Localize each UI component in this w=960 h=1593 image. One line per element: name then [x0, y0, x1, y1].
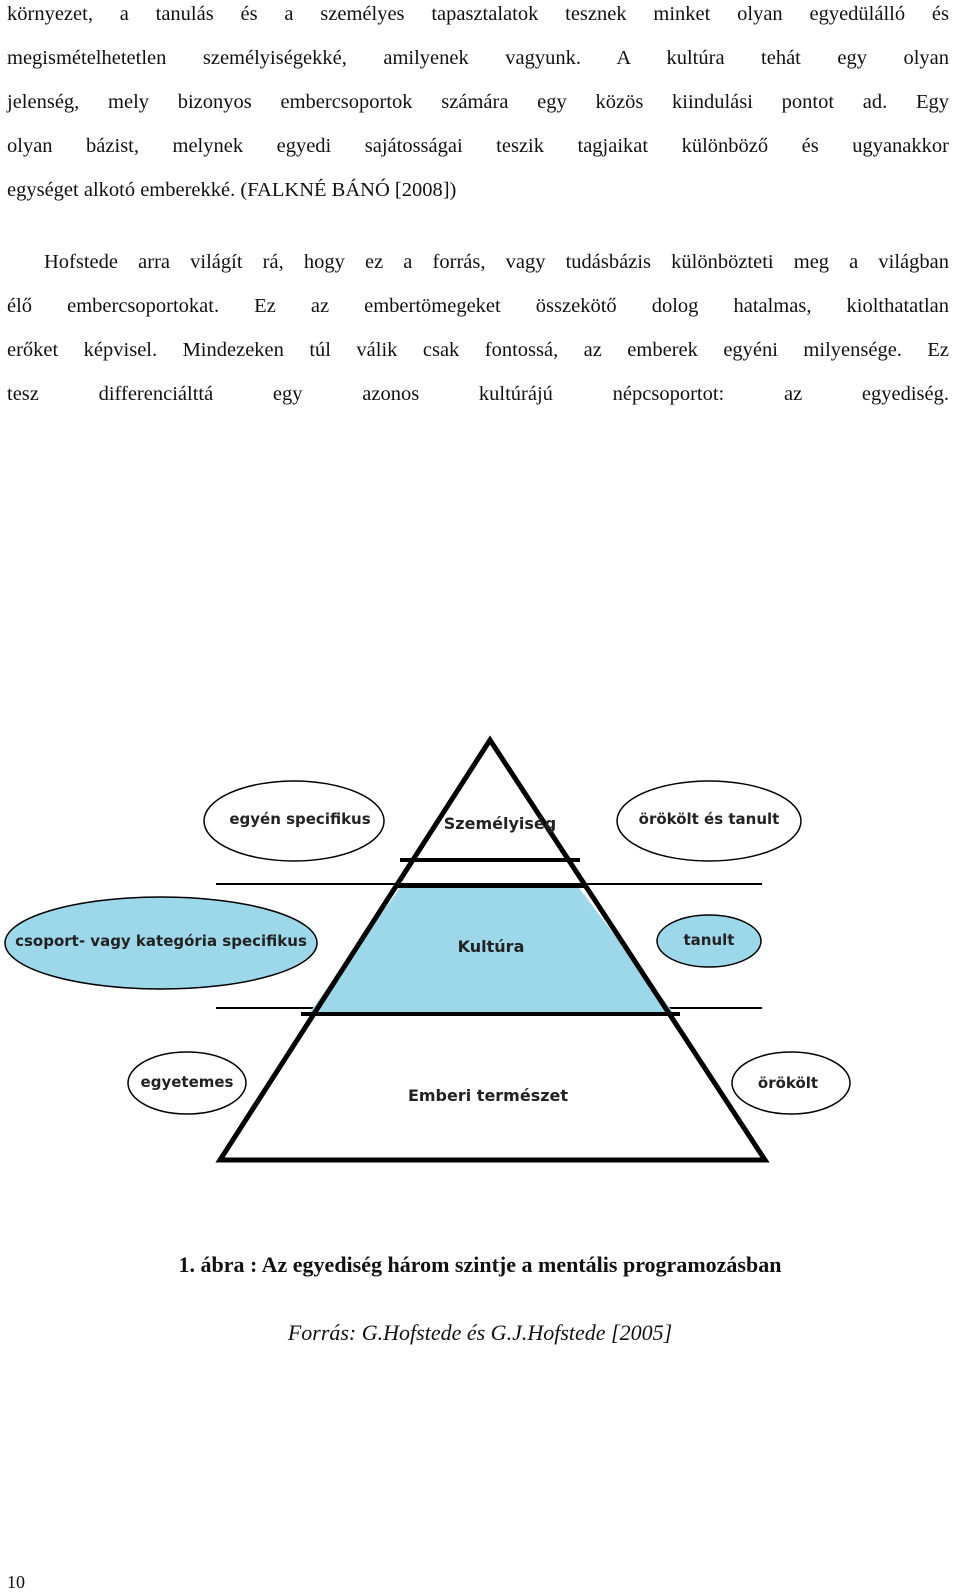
oval-bottom-left [127, 1051, 247, 1115]
oval-label-middle-left: csoport- vagy kategória specifikus [15, 932, 307, 950]
page-number: 10 [7, 1572, 25, 1592]
paragraph-line: olyan bázist, melynek egyedi sajátossága… [7, 135, 949, 157]
oval-label-top-left: egyén specifikus [229, 810, 370, 828]
paragraph-line: megismételhetetlen személyiségekké, amil… [7, 47, 949, 69]
oval-top-right [616, 780, 802, 862]
oval-label-bottom-left: egyetemes [141, 1073, 234, 1091]
paragraph-line: tesz differenciálttá egy azonos kultúráj… [7, 383, 949, 405]
paragraph-line: jelenség, mely bizonyos embercsoportok s… [7, 91, 949, 113]
oval-bottom-right [731, 1051, 851, 1115]
paragraph-line: élő embercsoportokat. Ez az embertömegek… [7, 295, 949, 317]
paragraph-1: környezet, a tanulás és a személyes tapa… [7, 0, 949, 212]
pyramid-outline [215, 735, 770, 1163]
oval-middle-right [656, 914, 762, 968]
paragraph-line: erőket képvisel. Mindezeken túl válik cs… [7, 339, 949, 361]
oval-label-top-right: örökölt és tanult [639, 810, 780, 828]
paragraph-line: Hofstede arra világít rá, hogy ez a forr… [44, 251, 949, 273]
culture-level [307, 888, 676, 1016]
oval-top-left [203, 780, 385, 862]
figure-source: Forrás: G.Hofstede és G.J.Hofstede [2005… [287, 1320, 673, 1345]
paragraph-2: Hofstede arra világít rá, hogy ez a forr… [7, 240, 949, 416]
paragraph-line: egységet alkotó emberekké. (FALKNÉ BÁNÓ … [7, 179, 457, 201]
level-label-middle: Kultúra [458, 937, 525, 956]
oval-label-bottom-right: örökölt [758, 1074, 818, 1092]
level-label-top: Személyiség [444, 814, 556, 833]
oval-label-middle-right: tanult [684, 931, 735, 949]
paragraph-line: környezet, a tanulás és a személyes tapa… [7, 3, 949, 25]
level-label-bottom: Emberi természet [408, 1086, 568, 1105]
pyramid-diagram: Személyiség Kultúra Emberi természet egy… [4, 735, 851, 1163]
oval-middle-left [4, 896, 318, 990]
figure-caption: 1. ábra : Az egyediség három szintje a m… [178, 1252, 782, 1277]
